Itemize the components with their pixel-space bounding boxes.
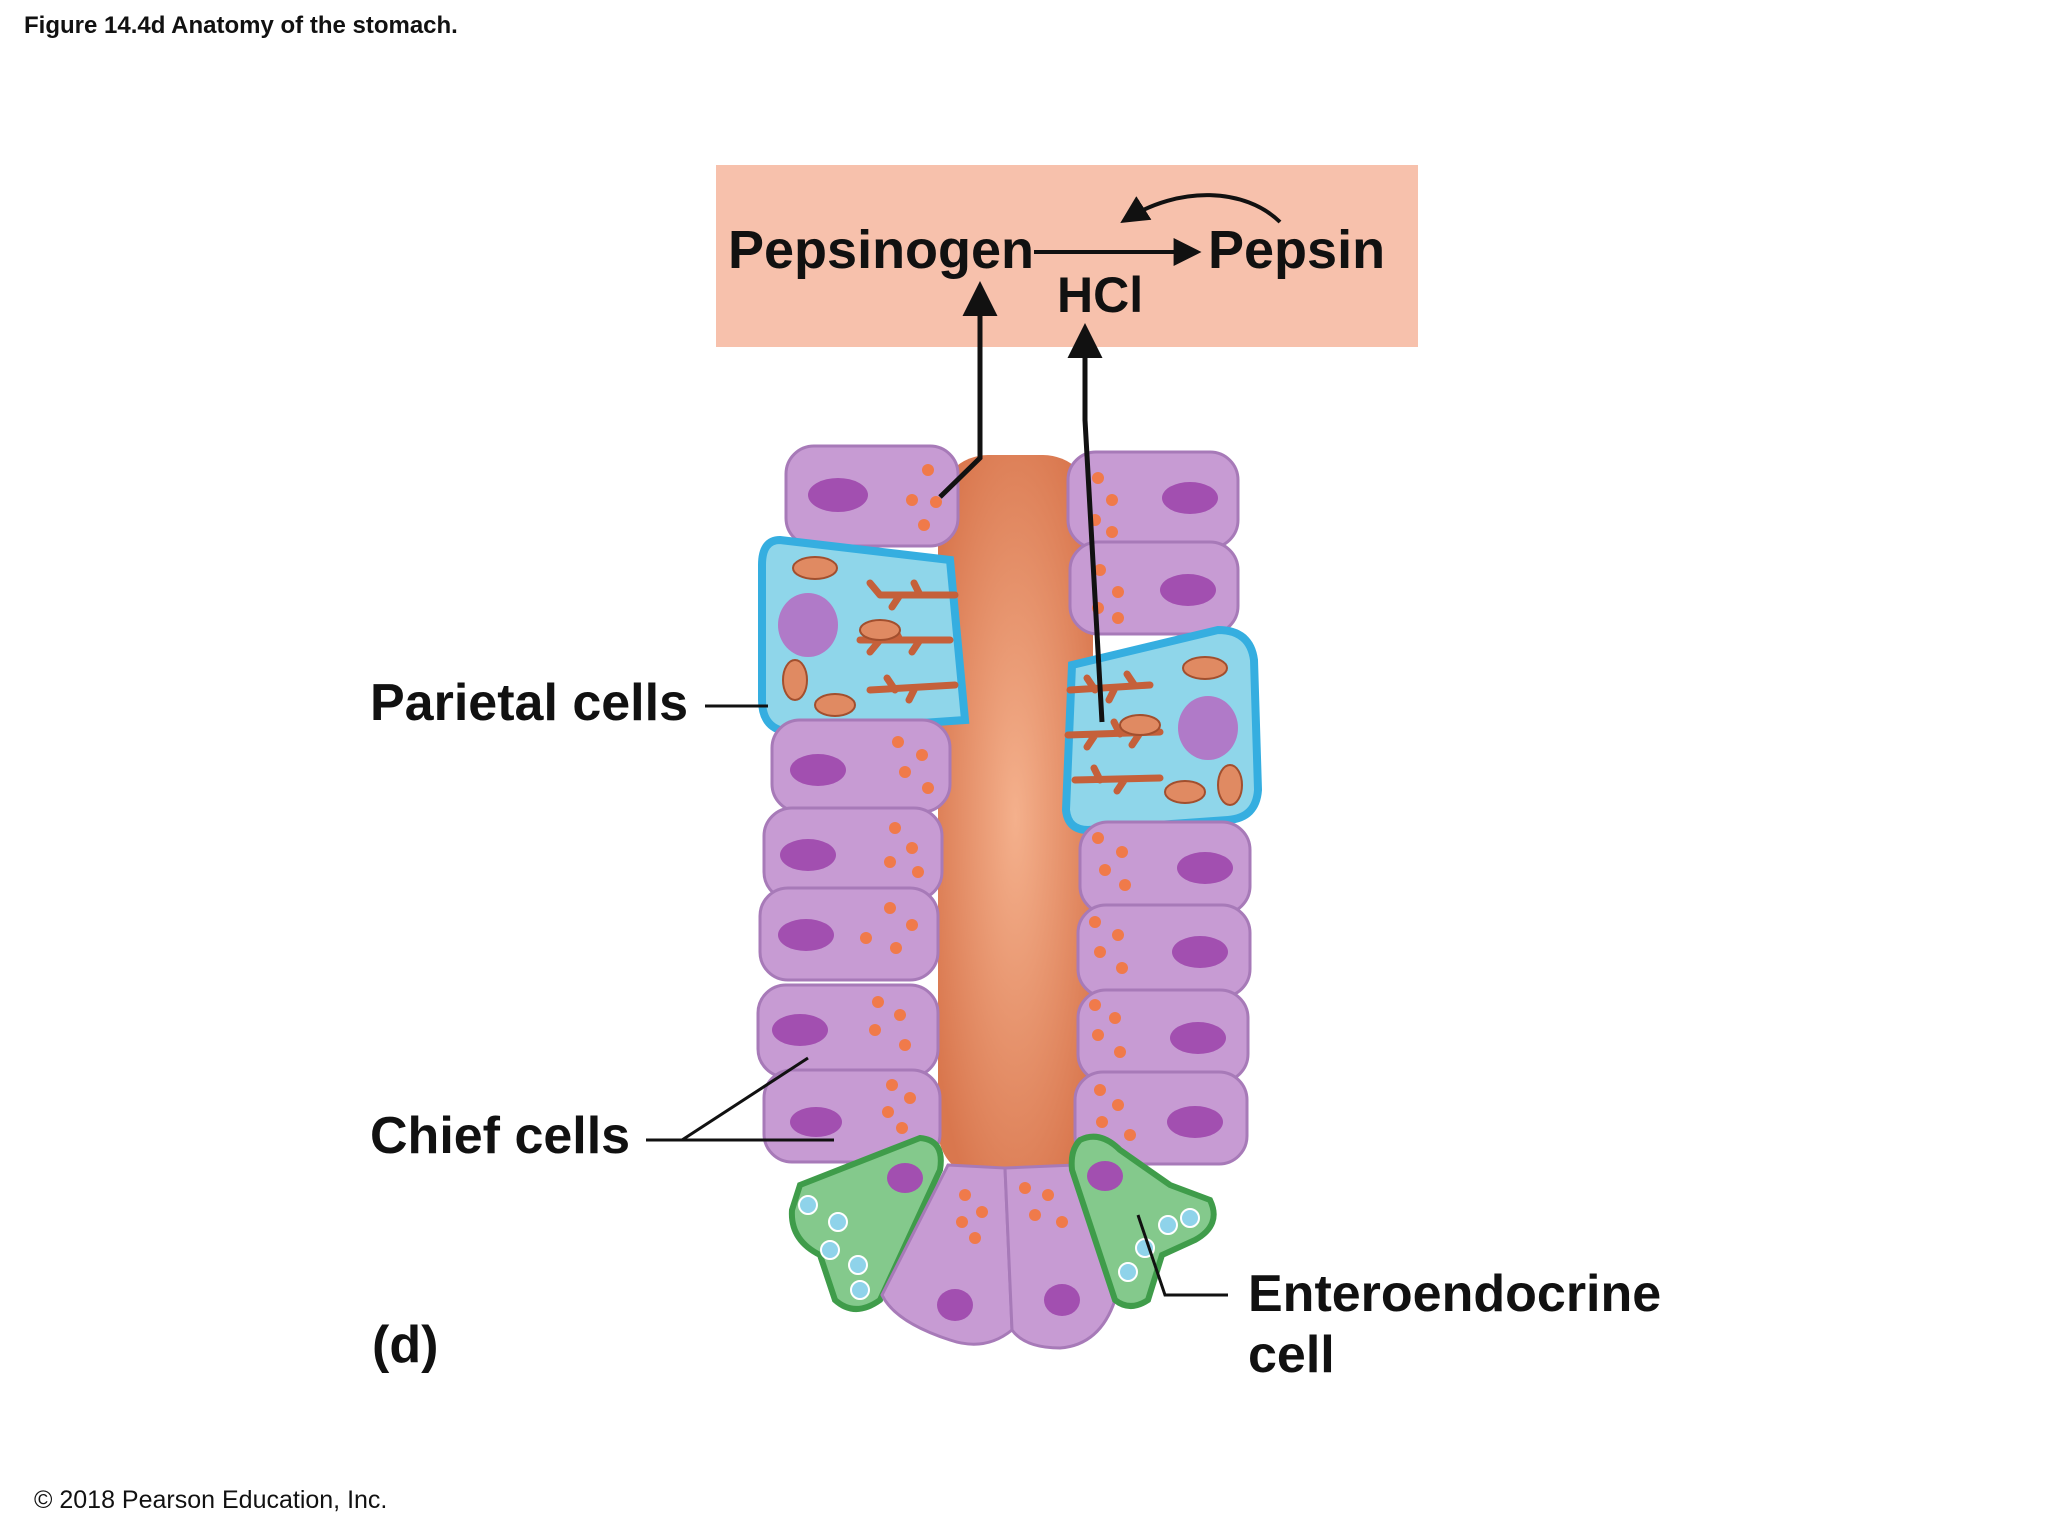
nucleus (1087, 1161, 1123, 1191)
nucleus (790, 754, 846, 786)
nucleus (778, 919, 834, 951)
nucleus (1170, 1022, 1226, 1054)
enteroendocrine-label-line1: Enteroendocrine (1248, 1265, 1661, 1323)
hcl-secretion-arrow (1067, 323, 1105, 723)
nucleus (1044, 1284, 1080, 1316)
hcl-label: HCl (1057, 267, 1143, 323)
chief-cell (784, 444, 960, 548)
enteroendocrine-label-line2: cell (1248, 1326, 1335, 1384)
canaliculi (1064, 670, 1164, 795)
feedback-arrow (1120, 193, 1282, 224)
chief-leader-line-upper (681, 1056, 809, 1142)
nucleus (937, 1289, 973, 1321)
pepsinogen-secretion-arrow (938, 281, 998, 499)
nucleus (887, 1163, 923, 1193)
parietal-cells-label: Parietal cells (370, 674, 688, 732)
nucleus (780, 839, 836, 871)
pepsinogen-label: Pepsinogen (728, 220, 1034, 280)
copyright-notice: © 2018 Pearson Education, Inc. (34, 1486, 388, 1514)
nucleus (1167, 1106, 1223, 1138)
right-cell-column (1061, 450, 1263, 1166)
nucleus (778, 593, 838, 657)
pepsin-label: Pepsin (1208, 220, 1385, 280)
nucleus (1178, 696, 1238, 760)
gland-lumen (938, 455, 1093, 1180)
nucleus (790, 1107, 842, 1137)
chief-cells-label: Chief cells (370, 1107, 630, 1165)
nucleus (1162, 482, 1218, 514)
left-cell-column (756, 444, 970, 1164)
reaction-box (716, 165, 1418, 347)
chief-cell (1068, 540, 1240, 636)
nucleus (772, 1014, 828, 1046)
nucleus (1172, 936, 1228, 968)
nucleus (808, 478, 868, 512)
gland-base (788, 1133, 1217, 1350)
panel-label: (d) (372, 1316, 438, 1374)
nucleus (1160, 574, 1216, 606)
enteroendocrine-leader-line (1136, 1214, 1228, 1297)
figure-caption: Figure 14.4d Anatomy of the stomach. (24, 12, 458, 39)
nucleus (1177, 852, 1233, 884)
chief-cell (1073, 1070, 1249, 1166)
